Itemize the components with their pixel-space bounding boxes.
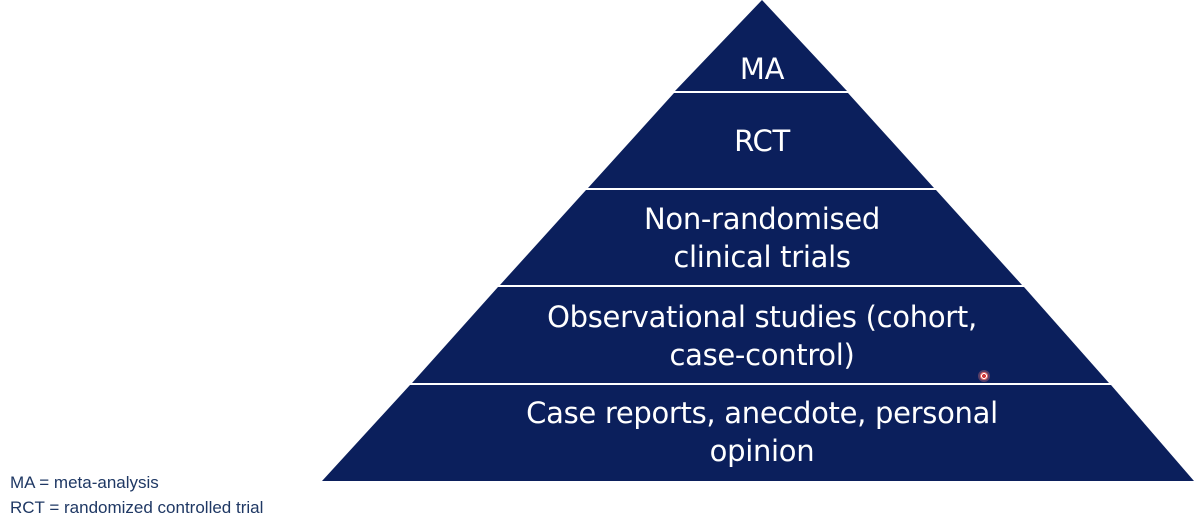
abbreviation-legend: MA = meta-analysis RCT = randomized cont… xyxy=(10,470,263,520)
tier-label-case-reports: Case reports, anecdote, personal opinion xyxy=(412,394,1112,470)
tier-label-observational: Observational studies (cohort, case-cont… xyxy=(412,298,1112,374)
pyramid-tier-4-shape xyxy=(412,287,1109,383)
pyramid-tier-3-shape xyxy=(500,190,1022,285)
pyramid-tier-5-shape xyxy=(322,385,1194,481)
legend-item-ma: MA = meta-analysis xyxy=(10,473,159,492)
pyramid-tier-1-shape xyxy=(675,0,847,91)
tier-label-line: case-control) xyxy=(669,338,855,372)
tier-label-line: Non-randomised xyxy=(644,202,880,236)
tier-label-line: clinical trials xyxy=(673,240,851,274)
legend-item-rct: RCT = randomized controlled trial xyxy=(10,498,264,517)
laser-pointer-dot xyxy=(978,370,990,382)
tier-label-rct: RCT xyxy=(412,122,1112,160)
tier-label-line: Case reports, anecdote, personal xyxy=(526,396,998,430)
tier-label-line: MA xyxy=(739,52,785,86)
tier-label-ma: MA xyxy=(412,50,1112,88)
tier-label-non-randomised: Non-randomised clinical trials xyxy=(412,200,1112,276)
tier-label-line: opinion xyxy=(709,434,815,468)
pyramid-tier-2-shape xyxy=(588,93,934,188)
tier-label-line: RCT xyxy=(734,124,790,158)
tier-label-line: Observational studies (cohort, xyxy=(547,300,977,334)
